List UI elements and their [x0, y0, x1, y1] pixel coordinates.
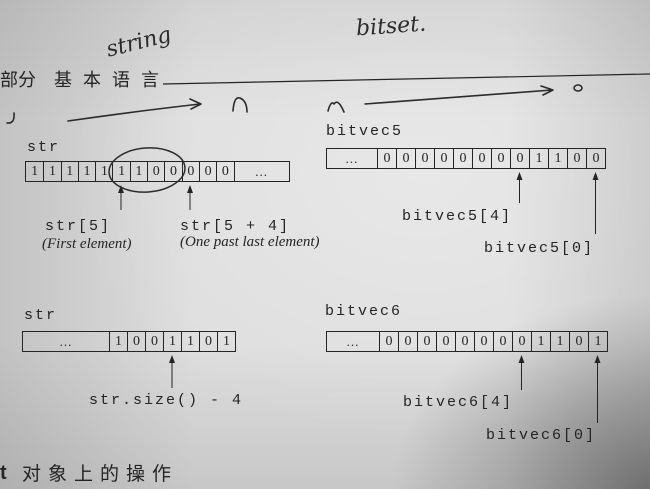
bitvec5-cell: 0	[434, 149, 453, 168]
pointer-arrow-str-5	[118, 185, 124, 210]
handwritten-string-note: string	[103, 22, 174, 63]
str-one-past-last-note: (One past last element)	[180, 234, 320, 250]
bitvec6-cell: 0	[493, 332, 512, 351]
header-title: 基本语言	[54, 70, 170, 91]
bitvec6-index4-label: bitvec6[4]	[403, 394, 514, 411]
header-rule	[162, 73, 650, 85]
str-top-cell: 0	[164, 162, 181, 181]
str-bottom-cell: 0	[127, 332, 145, 351]
bitvec6-cell: 0	[455, 332, 474, 351]
str-size-minus-4-label: str.size() - 4	[89, 392, 244, 409]
bitvec6-ellipsis-cell: ...	[346, 334, 360, 349]
str-bottom-cell: 1	[181, 332, 199, 351]
bitvec6-cell: 1	[531, 332, 550, 351]
str-first-element-note: (First element)	[42, 236, 132, 252]
str-bottom-label: str	[24, 307, 58, 324]
bitvec6-cell: 0	[569, 332, 588, 351]
pointer-arrow-str-9	[187, 185, 193, 210]
bitvec5-label: bitvec5	[326, 123, 404, 140]
str-one-past-last-label: str[5 + 4]	[180, 218, 291, 235]
bitvec5-cell: 0	[491, 149, 510, 168]
str-top-cell: 1	[43, 162, 60, 181]
pointer-arrow-bitvec6-0	[594, 355, 601, 423]
str-top-cell: 1	[77, 162, 95, 181]
handwritten-bitset-note: bitset.	[355, 11, 427, 42]
str-top-array: 1 1 1 1 1 1 1 0 0 0 0 0 ...	[25, 161, 290, 182]
bitvec5-cell: 0	[415, 149, 434, 168]
bitvec5-ellipsis-cell: ...	[345, 151, 359, 166]
bitvec5-cell: 0	[472, 149, 491, 168]
pointer-arrow-str-size-minus-4	[169, 355, 175, 388]
bitvec6-cell: 0	[417, 332, 436, 351]
pointer-arrow-bitvec5-4	[516, 172, 523, 203]
str-bottom-array: ... 1 0 0 1 1 0 1	[22, 331, 236, 352]
footer-prefix: t	[0, 462, 7, 484]
str-first-element-label: str[5]	[45, 218, 112, 235]
str-top-cell: 1	[95, 162, 112, 181]
str-top-cell: 0	[198, 162, 216, 181]
pointer-arrow-bitvec6-4	[518, 355, 525, 390]
bitvec5-cell: 1	[529, 149, 548, 168]
bitvec6-cell: 1	[588, 332, 607, 351]
handwritten-hook-mark	[6, 112, 15, 124]
bitvec5-cell: 0	[567, 149, 586, 168]
bitvec5-cell: 0	[396, 149, 415, 168]
bitvec6-cell: 0	[379, 332, 398, 351]
bitvec5-cell: 0	[453, 149, 472, 168]
bitvec5-index4-label: bitvec5[4]	[402, 208, 513, 225]
bitvec6-index0-label: bitvec6[0]	[486, 427, 597, 444]
str-top-cell: 0	[147, 162, 164, 181]
bitvec5-cell: 0	[377, 149, 396, 168]
str-top-cell: 0	[216, 162, 233, 181]
bitvec5-cell: 1	[548, 149, 567, 168]
str-top-ellipsis-cell: ...	[233, 162, 289, 181]
str-bottom-cell: 1	[217, 332, 235, 351]
str-top-cell: 1	[112, 162, 129, 181]
bitvec6-label: bitvec6	[325, 303, 403, 320]
str-bottom-cell: 0	[199, 332, 217, 351]
bitvec6-cell: 0	[398, 332, 417, 351]
bitvec6-cell: 0	[512, 332, 531, 351]
pointer-arrow-bitvec5-0	[592, 172, 599, 234]
handwritten-arrow-right	[327, 84, 583, 113]
bitvec6-cell: 1	[550, 332, 569, 351]
bitvec5-cell: 0	[510, 149, 529, 168]
str-bottom-ellipsis-cell: ...	[59, 334, 73, 349]
bitvec6-cell: 0	[474, 332, 493, 351]
str-top-cell: 0	[181, 162, 199, 181]
bitvec5-array: ... 0 0 0 0 0 0 0 0 1 1 0 0	[326, 148, 606, 169]
footer-title: 对象上的操作	[22, 463, 179, 485]
str-top-label: str	[27, 139, 61, 156]
handwritten-arrow-left	[67, 96, 248, 122]
str-top-cell: 1	[60, 162, 78, 181]
bitvec6-array: ... 0 0 0 0 0 0 0 0 1 1 0 1	[326, 331, 608, 352]
str-bottom-cell: 1	[109, 332, 127, 351]
bitvec6-cell: 0	[436, 332, 455, 351]
str-top-cell: 1	[31, 164, 39, 179]
str-bottom-cell: 1	[163, 332, 181, 351]
str-top-cell: 1	[129, 162, 147, 181]
header-section: 部分	[0, 70, 36, 91]
bitvec5-cell: 0	[586, 149, 605, 168]
str-bottom-cell: 0	[145, 332, 163, 351]
bitvec5-index0-label: bitvec5[0]	[484, 240, 595, 257]
